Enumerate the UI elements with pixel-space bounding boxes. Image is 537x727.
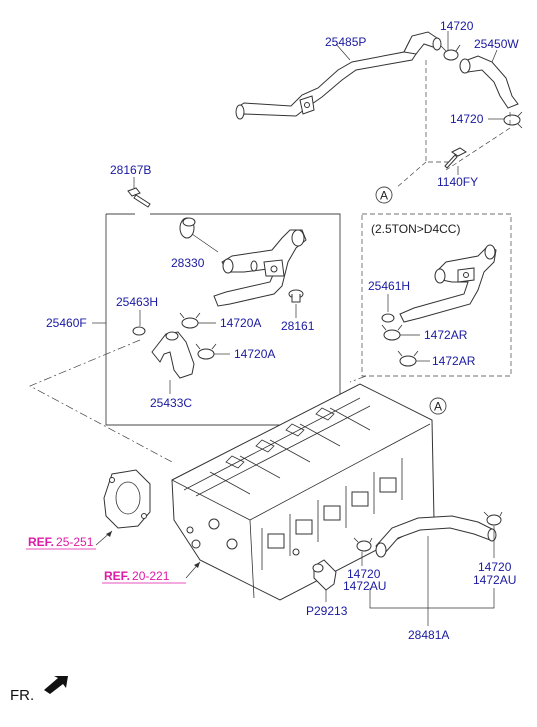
hose-clamp-14720A-1[interactable] xyxy=(179,312,201,329)
label-P29213[interactable]: P29213 xyxy=(306,604,348,618)
callout-a-bottom-label: A xyxy=(434,400,442,414)
leader-lines-bottom xyxy=(325,526,495,626)
o-ring-25463H[interactable] xyxy=(132,326,146,336)
coolant-pipe-25461H[interactable] xyxy=(399,244,497,323)
coolant-pipe-25485P[interactable] xyxy=(235,31,442,120)
label-1140FY[interactable]: 1140FY xyxy=(437,175,478,189)
hose-clamp-14720-right[interactable] xyxy=(503,111,523,129)
bolt-1140FY[interactable] xyxy=(444,147,467,169)
label-14720A-1[interactable]: 14720A xyxy=(220,316,261,330)
fitting-P29213[interactable] xyxy=(312,559,337,591)
label-25463H[interactable]: 25463H xyxy=(116,295,158,309)
ref-leaders xyxy=(95,530,201,579)
label-1472AU-bottom-left[interactable]: 1472AU xyxy=(343,579,386,593)
label-28330[interactable]: 28330 xyxy=(171,256,205,270)
hose-clamp-14720A-2[interactable] xyxy=(195,343,217,360)
front-label: FR. xyxy=(10,687,34,704)
label-25461H[interactable]: 25461H xyxy=(368,279,410,293)
bolt-28167B[interactable] xyxy=(127,187,151,208)
hose-clamp-14720-bottom-right[interactable] xyxy=(483,511,503,526)
callout-a-top-label: A xyxy=(380,189,388,203)
ref-20-221-code: 20-221 xyxy=(132,569,170,583)
label-28161[interactable]: 28161 xyxy=(281,319,315,333)
hose-28481A[interactable] xyxy=(375,515,497,558)
variant-box-d4cc: (2.5TON>D4CC) xyxy=(361,213,512,377)
label-25433C[interactable]: 25433C xyxy=(150,396,192,410)
coolant-pipe-25460F[interactable] xyxy=(213,229,307,307)
variant-box-title: (2.5TON>D4CC) xyxy=(371,222,460,236)
label-25460F[interactable]: 25460F xyxy=(46,316,87,330)
ref-25-251-link[interactable]: REF.25-251 xyxy=(28,535,94,549)
leader-lines-box xyxy=(92,304,297,394)
label-25485P[interactable]: 25485P xyxy=(325,35,366,49)
ref-20-221-link[interactable]: REF.20-221 xyxy=(104,569,170,583)
callout-a-bottom: A xyxy=(429,397,447,415)
ref-20-221-prefix: REF. xyxy=(104,569,130,583)
hose-25450W[interactable] xyxy=(459,55,519,109)
ref-25-251-code: 25-251 xyxy=(56,535,94,549)
callout-a-top: A xyxy=(375,186,393,204)
label-14720A-2[interactable]: 14720A xyxy=(234,347,275,361)
front-direction-marker: FR. xyxy=(10,676,68,704)
cylinder-head[interactable] xyxy=(171,383,435,601)
ref-25-251-prefix: REF. xyxy=(28,535,54,549)
hose-clamp-14720-top[interactable] xyxy=(440,44,461,61)
label-1472AR-2[interactable]: 1472AR xyxy=(432,354,476,368)
label-1472AR-1[interactable]: 1472AR xyxy=(424,328,468,342)
leader-lines-variant xyxy=(387,294,430,362)
part-labels: 25485P 14720 25450W 14720 1140FY 28167B … xyxy=(46,19,519,642)
leader-lines-top xyxy=(335,31,511,189)
hose-25433C[interactable] xyxy=(151,331,195,379)
label-14720-bottom-right[interactable]: 14720 xyxy=(478,560,512,574)
alignment-guide-lines xyxy=(29,339,367,463)
front-arrow-icon xyxy=(44,676,68,694)
hose-clamp-1472AR-1[interactable] xyxy=(381,324,403,341)
hose-clamp-14720-bottom-left[interactable] xyxy=(353,537,373,552)
plug-28161[interactable] xyxy=(288,289,304,303)
label-14720-right[interactable]: 14720 xyxy=(450,112,484,126)
label-28481A[interactable]: 28481A xyxy=(408,628,449,642)
label-28167B[interactable]: 28167B xyxy=(110,163,151,177)
reference-labels: REF.25-251 REF.20-221 xyxy=(26,535,186,584)
label-25450W[interactable]: 25450W xyxy=(474,37,519,51)
sensor-28330[interactable] xyxy=(179,217,219,253)
label-1472AU-bottom-right[interactable]: 1472AU xyxy=(473,573,516,587)
o-ring-25461H-variant[interactable] xyxy=(381,313,395,323)
label-14720-bottom-left[interactable]: 14720 xyxy=(347,567,381,581)
thermostat-housing-ref-25-251[interactable] xyxy=(103,469,151,529)
label-14720-top[interactable]: 14720 xyxy=(440,19,474,33)
hose-clamp-1472AR-2[interactable] xyxy=(397,350,419,367)
